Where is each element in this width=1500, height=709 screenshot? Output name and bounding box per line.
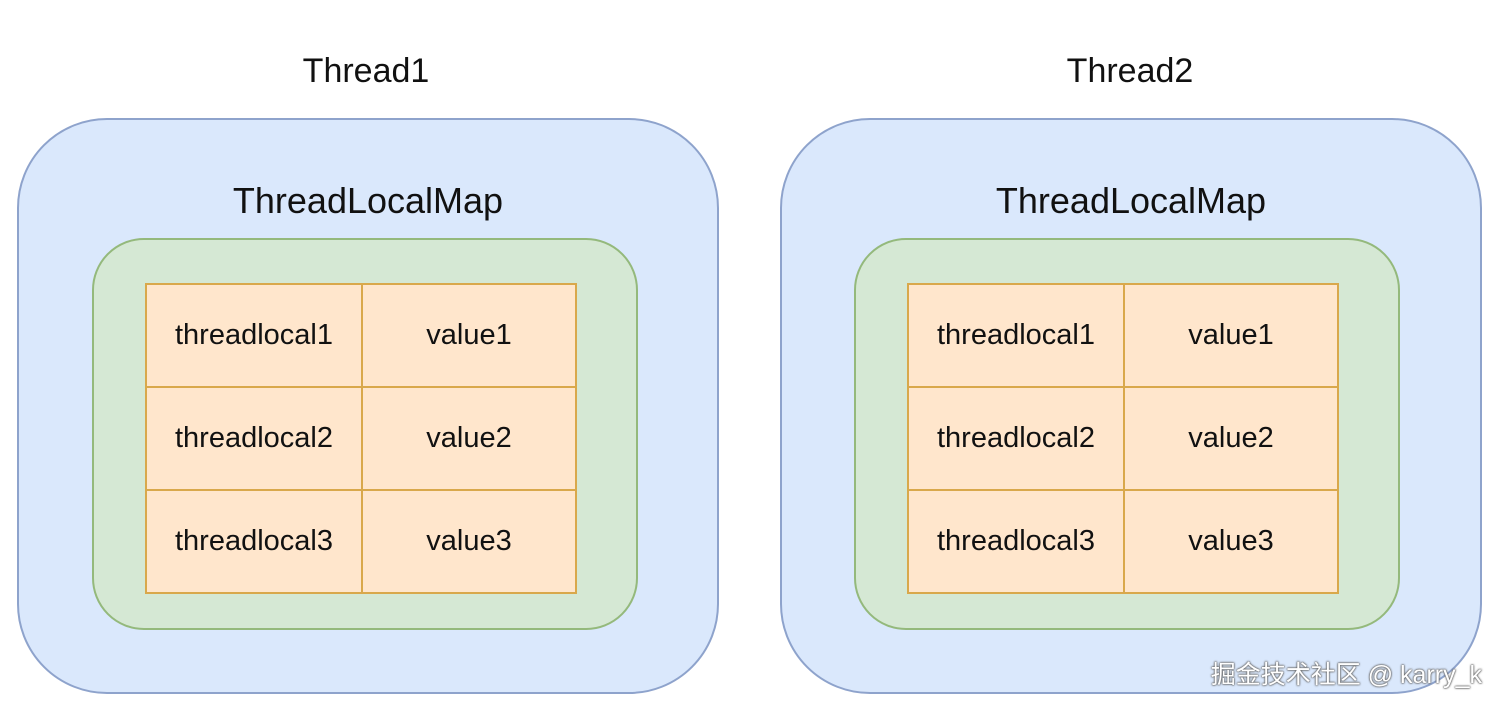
thread1-value-cell: value2	[361, 386, 577, 491]
thread1-value-cell: value1	[361, 283, 577, 388]
thread2-value-cell: value1	[1123, 283, 1339, 388]
thread1-key-cell: threadlocal2	[145, 386, 363, 491]
thread1-map-title: ThreadLocalMap	[232, 180, 504, 221]
thread2-map-table: threadlocal1 value1 threadlocal2 value2 …	[907, 283, 1339, 594]
thread2-container: ThreadLocalMap threadlocal1 value1 threa…	[780, 118, 1482, 694]
thread2-key-cell: threadlocal1	[907, 283, 1125, 388]
thread2-value-cell: value3	[1123, 489, 1339, 594]
thread2-value-cell: value2	[1123, 386, 1339, 491]
thread2-key-cell: threadlocal3	[907, 489, 1125, 594]
thread1-key-cell: threadlocal1	[145, 283, 363, 388]
table-row: threadlocal1 value1	[145, 283, 577, 388]
thread1-map-table: threadlocal1 value1 threadlocal2 value2 …	[145, 283, 577, 594]
table-row: threadlocal1 value1	[907, 283, 1339, 388]
thread1-title: Thread1	[302, 52, 430, 90]
thread2-map-title: ThreadLocalMap	[995, 180, 1267, 221]
thread2-title: Thread2	[1066, 52, 1194, 90]
thread1-container: ThreadLocalMap threadlocal1 value1 threa…	[17, 118, 719, 694]
table-row: threadlocal3 value3	[907, 489, 1339, 594]
table-row: threadlocal2 value2	[907, 386, 1339, 491]
thread1-key-cell: threadlocal3	[145, 489, 363, 594]
watermark: 掘金技术社区 @ karry_k	[1210, 661, 1482, 689]
table-row: threadlocal2 value2	[145, 386, 577, 491]
thread2-threadlocalmap: threadlocal1 value1 threadlocal2 value2 …	[854, 238, 1400, 630]
thread2-key-cell: threadlocal2	[907, 386, 1125, 491]
thread1-value-cell: value3	[361, 489, 577, 594]
table-row: threadlocal3 value3	[145, 489, 577, 594]
thread1-threadlocalmap: threadlocal1 value1 threadlocal2 value2 …	[92, 238, 638, 630]
